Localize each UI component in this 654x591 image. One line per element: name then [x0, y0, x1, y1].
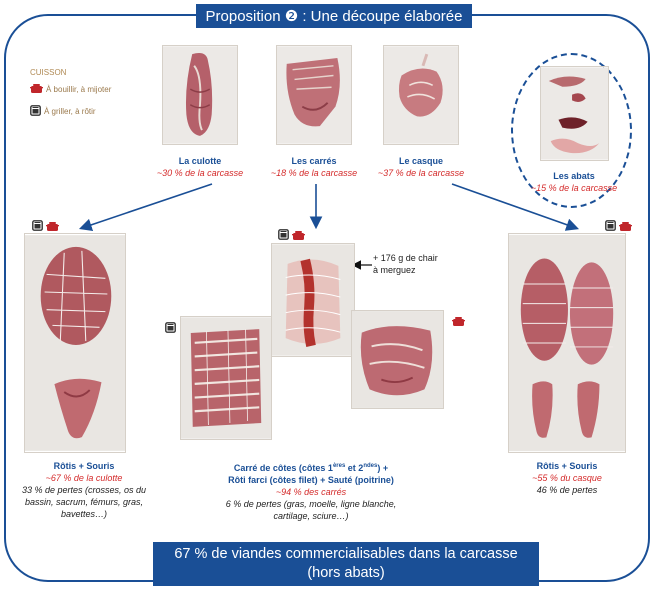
product-pct-middle: ~94 % des carrés [275, 487, 347, 497]
summary-line-2: (hors abats) [307, 565, 385, 581]
product-name-middle-line2: Rôti farci (côtes filet) + Sauté (poitri… [228, 475, 394, 485]
merguez-line-1: + 176 g de chair [373, 253, 438, 263]
photo-abats [540, 66, 609, 161]
cut-pct-casque: ~37 % de la carcasse [377, 168, 465, 178]
product-loss-middle-2: cartilage, sciure…) [273, 511, 349, 521]
product-loss-right-1: 46 % de pertes [536, 485, 598, 495]
merguez-annotation: + 176 g de chair à merguez [373, 252, 463, 276]
label-casque: Le casque ~37 % de la carcasse [371, 155, 471, 179]
product-loss-left-3: bavettes…) [60, 509, 108, 519]
product-loss-middle-1: 6 % de pertes (gras, moelle, ligne blanc… [225, 499, 397, 509]
cut-pct-culotte: ~30 % de la carcasse [156, 168, 244, 178]
cut-name-carres: Les carrés [291, 156, 337, 166]
product-name-left: Rôtis + Souris [53, 461, 115, 471]
label-carres: Les carrés ~18 % de la carcasse [264, 155, 364, 179]
stew-pot-icon [452, 313, 465, 331]
merguez-line-2: à merguez [373, 265, 416, 275]
photo-culotte [162, 45, 238, 145]
product-name-middle-line1: Carré de côtes (côtes 1ères et 2ndes) + [233, 463, 389, 473]
photo-carre-de-cotes [180, 316, 272, 440]
photo-carres [276, 45, 352, 145]
stew-pot-icon [619, 218, 632, 236]
label-culotte: La culotte ~30 % de la carcasse [150, 155, 250, 179]
photo-saute-poitrine [351, 310, 444, 409]
photo-casque [383, 45, 459, 145]
oven-icon [165, 320, 176, 338]
oven-icon [278, 227, 289, 245]
cooking-legend: CUISSON À bouillir, à mijoter À griller,… [30, 68, 111, 118]
legend-title: CUISSON [30, 68, 67, 77]
cut-name-abats: Les abats [553, 171, 595, 181]
cut-pct-carres: ~18 % de la carcasse [270, 168, 358, 178]
stew-pot-icon [46, 218, 59, 236]
legend-item-stew: À bouillir, à mijoter [30, 83, 111, 95]
label-product-right: Rôtis + Souris ~55 % du casque 46 % de p… [506, 460, 628, 496]
cut-pct-abats: ~15 % de la carcasse [530, 183, 618, 193]
product-name-right: Rôtis + Souris [536, 461, 598, 471]
cut-name-culotte: La culotte [178, 156, 222, 166]
oven-icon [30, 105, 41, 118]
summary-line-1: 67 % de viandes commercialisables dans l… [174, 546, 518, 562]
legend-item-oven: À griller, à rôtir [30, 105, 111, 118]
product-pct-right: ~55 % du casque [532, 473, 602, 483]
product-pct-left: ~67 % de la culotte [45, 473, 123, 483]
oven-icon [605, 218, 616, 236]
product-loss-left-1: 33 % de pertes (crosses, os du [21, 485, 147, 495]
photo-rotis-souris-casque [508, 233, 626, 453]
product-loss-left-2: bassin, sacrum, fémurs, gras, [24, 497, 144, 507]
cut-name-casque: Le casque [398, 156, 444, 166]
label-abats: Les abats ~15 % de la carcasse [524, 170, 624, 194]
photo-rotis-souris-culotte [24, 233, 126, 453]
stew-pot-icon [30, 83, 43, 95]
summary-banner: 67 % de viandes commercialisables dans l… [153, 542, 539, 586]
photo-roti-farci [271, 243, 355, 357]
stew-pot-icon [292, 227, 305, 245]
label-product-middle: Carré de côtes (côtes 1ères et 2ndes) + … [196, 460, 426, 522]
page-title: Proposition ❷ : Une découpe élaborée [196, 4, 472, 28]
oven-icon [32, 218, 43, 236]
legend-label-stew: À bouillir, à mijoter [46, 84, 112, 94]
legend-label-oven: À griller, à rôtir [44, 107, 96, 116]
label-product-left: Rôtis + Souris ~67 % de la culotte 33 % … [18, 460, 150, 520]
